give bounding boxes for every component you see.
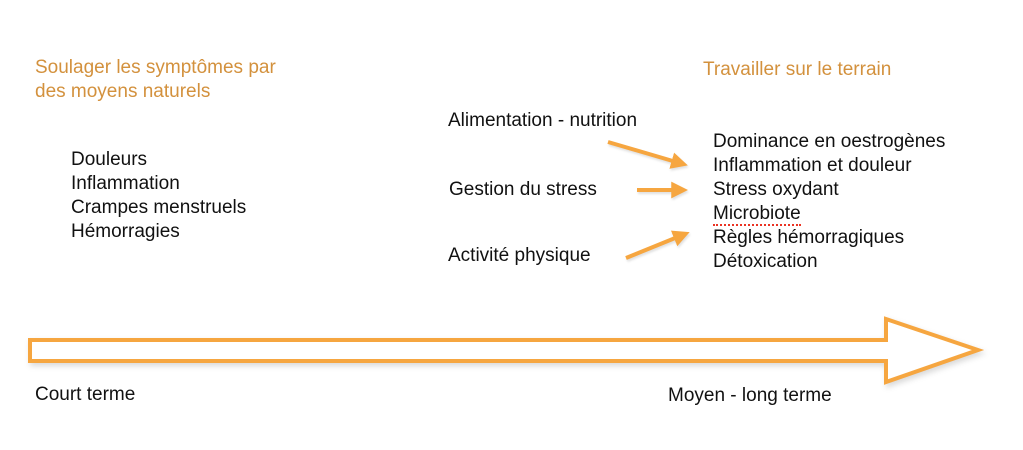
spellcheck-underline: Microbiote (713, 203, 801, 226)
left-section-heading: Soulager les symptômes par des moyens na… (35, 57, 276, 102)
timeline-label-moyen-long-terme: Moyen - long terme (668, 385, 832, 406)
connector-arrow-activite-icon (625, 230, 690, 260)
right-section-heading: Travailler sur le terrain (703, 59, 892, 80)
lever-gestion-stress: Gestion du stress (449, 179, 597, 200)
list-item-douleurs: Douleurs (71, 149, 148, 170)
timeline-label-court-terme: Court terme (35, 384, 136, 405)
big-right-arrow-icon (28, 316, 985, 385)
list-item-crampes: Crampes menstruels (71, 197, 247, 218)
connector-arrow-nutrition-icon (607, 140, 688, 169)
lever-alimentation: Alimentation - nutrition (448, 110, 638, 131)
list-item-stress-oxydant: Stress oxydant (713, 179, 839, 200)
timeline-arrow-group (28, 316, 985, 385)
right-targets-list: Dominance en oestrogènes Inflammation et… (713, 130, 945, 274)
list-item-microbiote: Microbiote (713, 202, 945, 226)
connector-arrows-group (607, 140, 690, 260)
list-item-inflammation: Inflammation (71, 173, 180, 194)
list-item-inflammation-douleur: Inflammation et douleur (713, 155, 912, 176)
list-item-detoxication: Détoxication (713, 251, 818, 272)
lever-activite-physique: Activité physique (448, 245, 591, 266)
list-item-dominance-oestrogenes: Dominance en oestrogènes (713, 131, 946, 152)
list-item-hemorragies: Hémorragies (71, 221, 180, 242)
left-symptoms-list: Douleurs Inflammation Crampes menstruels… (71, 148, 246, 244)
list-item-regles-hemorragiques: Règles hémorragiques (713, 227, 905, 248)
